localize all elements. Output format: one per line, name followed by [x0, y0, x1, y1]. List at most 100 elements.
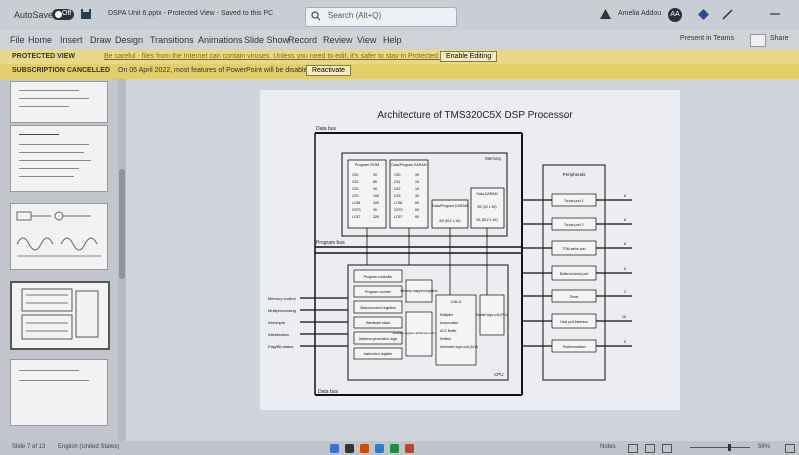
taskbar-icon[interactable] [390, 444, 399, 453]
rom-size: 4K [373, 187, 378, 191]
taskbar-icon[interactable] [345, 444, 354, 453]
warning-icon[interactable] [600, 9, 611, 19]
slide-thumbnail[interactable] [10, 203, 108, 270]
comments-icon[interactable] [750, 34, 766, 47]
rom-size: 2K [373, 208, 378, 212]
tab-insert[interactable]: Insert [60, 35, 83, 45]
zoom-level[interactable]: 58% [758, 444, 771, 450]
autosave-state: Off [62, 10, 72, 17]
slide-title: Architecture of TMS320C5X DSP Processor [377, 110, 573, 121]
status-bar: Slide 7 of 13 English (United States) No… [0, 441, 799, 455]
saram-row: C52 [394, 187, 400, 191]
document-title: DSPA Unit 6.pptx - Protected View - Save… [108, 10, 274, 17]
taskbar-icon[interactable] [405, 444, 414, 453]
saram-row: C50 [394, 173, 400, 177]
test-emulation: Test/emulation [562, 345, 585, 349]
reactivate-button[interactable]: Reactivate [306, 65, 352, 76]
enable-editing-button[interactable]: Enable Editing [440, 51, 498, 62]
normal-view-icon[interactable] [628, 444, 638, 453]
tab-slide-show[interactable]: Slide Show [244, 35, 290, 45]
protected-view-label: PROTECTED VIEW [12, 53, 76, 60]
tab-draw[interactable]: Draw [90, 35, 112, 45]
saram-size: 1K [415, 180, 420, 184]
slide-sorter-icon[interactable] [645, 444, 655, 453]
zoom-slider[interactable] [690, 447, 750, 448]
saram-row: LC56 [394, 201, 402, 205]
host-port-interface: Host port interface [560, 320, 588, 324]
scrollbar-thumb[interactable] [119, 169, 125, 279]
subscription-message: On 05 April 2022, most features of Power… [118, 67, 314, 74]
slide-thumbnail[interactable] [10, 81, 108, 123]
saram-size: 1K [415, 187, 420, 191]
signal-interrupts: Interrupts [268, 320, 285, 325]
tab-record[interactable]: Record [288, 35, 318, 45]
hardware-stack-label: Hardware stack [366, 321, 391, 325]
calu-item: Accumulator [440, 321, 459, 325]
pin-counts: 6 6 6 6 2 16 5 [622, 194, 626, 344]
ribbon-tabs: File Home Insert Draw Design Transitions… [0, 30, 799, 50]
search-placeholder: Search (Alt+Q) [328, 11, 382, 20]
tab-home[interactable]: Home [28, 35, 53, 45]
share-button[interactable]: Share [770, 35, 789, 42]
saram-size: 3K [415, 194, 420, 198]
protected-view-message[interactable]: Be careful - files from the Internet can… [104, 53, 457, 60]
taskbar-icon[interactable] [360, 444, 369, 453]
signal-memory-control: Memory control [268, 296, 296, 301]
avatar[interactable]: AA [668, 8, 682, 22]
arau-box [405, 311, 433, 357]
subscription-label: SUBSCRIPTION CANCELLED [12, 67, 111, 74]
slide-thumbnail[interactable] [10, 359, 108, 426]
signal-initialization: Initialization [268, 332, 289, 337]
program-counter-box [353, 285, 403, 298]
tab-design[interactable]: Design [115, 35, 144, 45]
saram-label: Data/Program SARAM [391, 163, 426, 167]
pin-count: 6 [624, 218, 626, 222]
save-icon[interactable] [80, 8, 92, 20]
present-in-teams-button[interactable]: Present in Teams [680, 35, 734, 42]
pin-count: 6 [624, 242, 626, 246]
daram-b1-label: B1 (512 x 16) [476, 218, 497, 222]
plu-box [479, 294, 505, 336]
taskbar-icon[interactable] [330, 444, 339, 453]
slide-thumbnail[interactable] [10, 125, 108, 192]
notes-button[interactable]: Notes [600, 444, 616, 450]
title-bar: AutoSave Off DSPA Unit 6.pptx - Protecte… [0, 0, 799, 30]
language-indicator[interactable]: English (United States) [58, 444, 120, 450]
zoom-slider-thumb[interactable] [728, 444, 731, 451]
hardware-stack-box [353, 316, 403, 329]
rom-row: C53 [352, 194, 358, 198]
tab-transitions[interactable]: Transitions [150, 35, 194, 45]
taskbar-icon[interactable] [375, 444, 384, 453]
search-box[interactable]: Search (Alt+Q) [305, 7, 457, 27]
slide-counter: Slide 7 of 13 [12, 444, 46, 450]
address-generation-label: Address generation logic [359, 337, 398, 341]
autosave-toggle[interactable] [52, 9, 74, 20]
address-generation-box [353, 331, 403, 345]
pin-count: 16 [622, 315, 626, 319]
fit-to-window-icon[interactable] [785, 444, 795, 453]
pen-icon[interactable] [722, 9, 733, 20]
slide[interactable]: Architecture of TMS320C5X DSP Processor … [260, 90, 680, 410]
reading-view-icon[interactable] [662, 444, 672, 453]
slide-thumbnail-selected[interactable] [10, 281, 110, 350]
peripheral-list: Serial port 1 Serial port 2 TDM serial p… [551, 193, 597, 353]
pin-count: 5 [624, 340, 626, 344]
program-counter-label: Program counter [365, 290, 392, 294]
rom-row: C51 [352, 180, 358, 184]
arau-label: Auxiliary register arithmetic unit (ARAU… [393, 331, 446, 335]
tab-review[interactable]: Review [323, 35, 353, 45]
thumbnail-scrollbar[interactable] [118, 79, 126, 441]
status-control-box [353, 300, 403, 314]
program-bus-label: Program bus [316, 240, 345, 246]
diamond-icon[interactable] [698, 9, 709, 20]
tab-file[interactable]: File [10, 35, 25, 45]
minimize-icon[interactable] [770, 12, 780, 16]
signal-multiprocessing: Multiprocessing [268, 308, 296, 313]
tab-help[interactable]: Help [383, 35, 402, 45]
dual-b0-label: B0 (512 x 16) [439, 219, 460, 223]
saram-size: 9K [415, 173, 420, 177]
tab-animations[interactable]: Animations [198, 35, 243, 45]
tab-view[interactable]: View [357, 35, 377, 45]
pin-count: 2 [624, 290, 626, 294]
